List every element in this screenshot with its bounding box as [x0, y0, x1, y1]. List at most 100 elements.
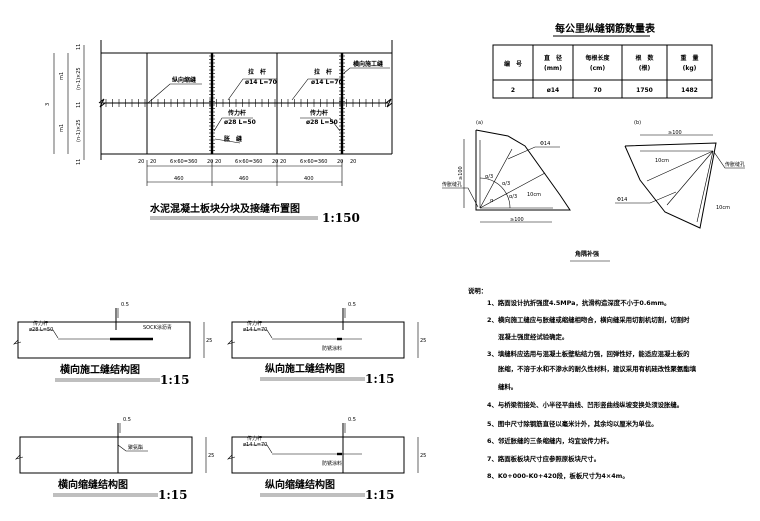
detail-title: 纵向缩缝结构图 — [265, 478, 335, 491]
table-header: 每根长度 — [584, 54, 610, 62]
note-item: 混凝土强度经试验确定。 — [498, 332, 568, 341]
coating-label: 防锈涂料 — [322, 345, 342, 352]
detail-scale: 1:15 — [158, 488, 187, 502]
notes: 说明： 1、路面设计抗折强度4.5MPa，抗滑构造深度不小于0.6mm。 2、横向… — [468, 286, 697, 480]
detail-scale: 1:15 — [365, 372, 394, 386]
label-dowel: 传力杆 — [227, 109, 246, 117]
coating-label: 防锈涂料 — [322, 460, 342, 467]
table-cell: 70 — [593, 87, 601, 94]
dim-label: ≥100 — [510, 217, 524, 223]
angle-label: α/3 — [485, 174, 493, 180]
table-header: (kg) — [683, 65, 697, 72]
dim-label: 10cm — [527, 192, 541, 198]
table-cell: 1750 — [636, 87, 653, 94]
note-item: 7、路面板板块尺寸应参照原板块尺寸。 — [487, 454, 600, 463]
coating-label: SOCK涂沥青 — [143, 324, 172, 331]
label-tie-bar-spec: ø14 L=70 — [245, 79, 277, 86]
diagram-a-label: (a) — [476, 120, 483, 126]
diagram-b-label: (b) — [634, 120, 641, 126]
label-dowel-spec: ø28 L=50 — [224, 119, 256, 126]
dowel-label: 传力杆 — [247, 435, 262, 442]
dim-sub: 20 — [272, 159, 278, 165]
table-header: 根 数 — [635, 54, 654, 62]
dowel-label: 传力杆 — [247, 320, 262, 327]
dim-spacing: (n-1)×25 — [76, 119, 82, 142]
rebar-quantity-table: 每公里纵缝钢筋数量表 编 号 直 径 (mm) 每根长度 (cm) 根 数 (根) 重 量 (k… — [492, 22, 713, 99]
hole-label: 传胀缝孔 — [442, 181, 462, 188]
table-header: (cm) — [590, 65, 606, 72]
dim-sub: 6×60=360 — [235, 159, 262, 165]
note-item: 4、与桥梁衔接处、小半径平曲线、凹形竖曲线纵坡变换处须设胀缝。 — [487, 400, 683, 409]
table-header: 编 号 — [504, 60, 522, 68]
note-item: 1、路面设计抗折强度4.5MPa，抗滑构造深度不小于0.6mm。 — [487, 298, 670, 307]
dim-m1: m1 — [59, 124, 65, 132]
dim-sub: 20 — [207, 159, 213, 165]
table-header: 重 量 — [680, 54, 698, 62]
angle-label: α/3 — [509, 194, 517, 200]
joint-width-dim: 0.5 — [123, 417, 131, 423]
dim-label: 10cm — [716, 205, 730, 211]
label-expansion-joint: 胀 缝 — [223, 135, 242, 143]
hole-label: 传胀缝孔 — [725, 161, 745, 168]
table-header: 直 径 — [544, 54, 562, 62]
note-item: 6、邻近胀缝的三条缩缝内，均宜设传力杆。 — [487, 436, 613, 445]
table-cell: 2 — [511, 87, 515, 94]
bar-label: Φ14 — [617, 197, 627, 203]
detail-title: 纵向施工缝结构图 — [265, 362, 345, 375]
dowel-spec: ø28 L=50 — [29, 327, 53, 333]
detail-scale: 1:15 — [365, 488, 394, 502]
dim-label: ≥100 — [668, 130, 682, 136]
dim-slab-length: 460 — [174, 176, 184, 182]
label-transverse-construction: 横向施工缝 — [353, 60, 383, 68]
note-item: 缝料。 — [498, 382, 517, 391]
dim-sub: 6×60=360 — [300, 159, 327, 165]
dim-sub: 20 — [350, 159, 356, 165]
detail-title: 横向缩缝结构图 — [58, 478, 128, 491]
dim-sub: 6×60=360 — [170, 159, 197, 165]
slab-thickness-dim: 25 — [208, 453, 214, 459]
dowel-spec: ø14 L=70 — [243, 442, 267, 448]
dim-label: 10cm — [655, 158, 669, 164]
note-item: 8、K0+000-K0+420段，板板尺寸为4×4m。 — [487, 471, 629, 480]
dim-edge: 11 — [76, 44, 82, 50]
table-header: (根) — [639, 64, 651, 72]
slab-layout-plan: 纵向缩缝 拉 杆 ø14 L=70 拉 杆 ø14 L=70 横向施工缝 传力杆… — [45, 40, 393, 225]
table-header: (mm) — [544, 65, 562, 72]
joint-width-dim: 0.5 — [121, 302, 129, 308]
corner-title: 角隅补强 — [575, 250, 599, 258]
slab-thickness-dim: 25 — [420, 453, 426, 459]
label-tie-bar: 拉 杆 — [314, 68, 332, 76]
angle-label: α/3 — [502, 181, 510, 187]
table-cell: 1482 — [681, 87, 698, 94]
dim-sub: 20 — [215, 159, 221, 165]
joint-width-dim: 0.5 — [348, 417, 356, 423]
label-tie-bar-spec: ø14 L=70 — [311, 79, 343, 86]
detail-title: 横向施工缝结构图 — [60, 363, 140, 376]
dim-edge: 11 — [76, 102, 82, 108]
slab-thickness-dim: 25 — [206, 338, 212, 344]
plan-scale: 1:150 — [322, 211, 360, 225]
note-item: 2、横向施工缝应与胀缝或缩缝相吻合，横向缝采用切割机切割，切割时 — [487, 315, 690, 324]
note-item: 3、填缝料应选用与混凝土板壁粘结力强，回弹性好，能适应混凝土板的 — [487, 349, 690, 358]
dowel-spec: ø14 L=70 — [243, 327, 267, 333]
notes-heading: 说明： — [468, 286, 487, 295]
table-title: 每公里纵缝钢筋数量表 — [555, 22, 656, 35]
note-item: 胀缩，不溶于水和不渗水的耐久性材料，建议采用有机硅改性聚氨酯填 — [498, 364, 697, 373]
detail-scale: 1:15 — [160, 373, 189, 387]
dim-sub: 20 — [337, 159, 343, 165]
slab-thickness-dim: 25 — [420, 338, 426, 344]
dim-sub: 20 — [150, 159, 156, 165]
dim-slab-length: 400 — [304, 176, 314, 182]
dim-label: ≥100 — [458, 166, 464, 180]
dowel-label: 传力杆 — [33, 320, 48, 327]
dim-slab-length: 460 — [239, 176, 249, 182]
dim-m1: m1 — [59, 72, 65, 80]
dim-spacing: (n-1)×25 — [76, 67, 82, 90]
joint-width-dim: 0.5 — [348, 302, 356, 308]
label-tie-bar: 拉 杆 — [248, 68, 266, 76]
note-item: 5、图中尺寸除钢筋直径以毫米计外，其余均以厘米为单位。 — [487, 419, 658, 428]
